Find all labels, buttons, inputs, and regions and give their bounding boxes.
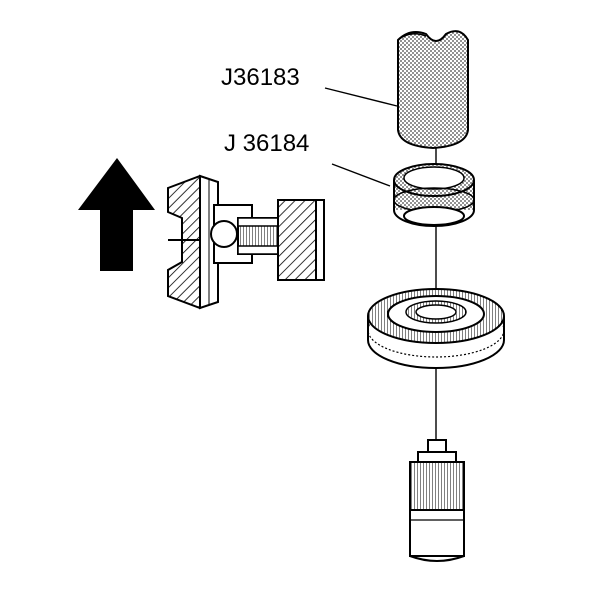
up-arrow-icon	[78, 158, 155, 271]
label-j36183: J36183	[221, 64, 300, 91]
leader-line-j36183	[324, 87, 398, 107]
lower-threaded-tool	[409, 439, 465, 562]
tool-j36184	[393, 163, 475, 227]
synchronizer-ring	[367, 288, 505, 369]
cross-section-detail	[167, 174, 325, 310]
leader-line-j36184	[331, 163, 391, 187]
tool-j36183	[397, 30, 469, 150]
label-j36184: J 36184	[224, 130, 309, 157]
